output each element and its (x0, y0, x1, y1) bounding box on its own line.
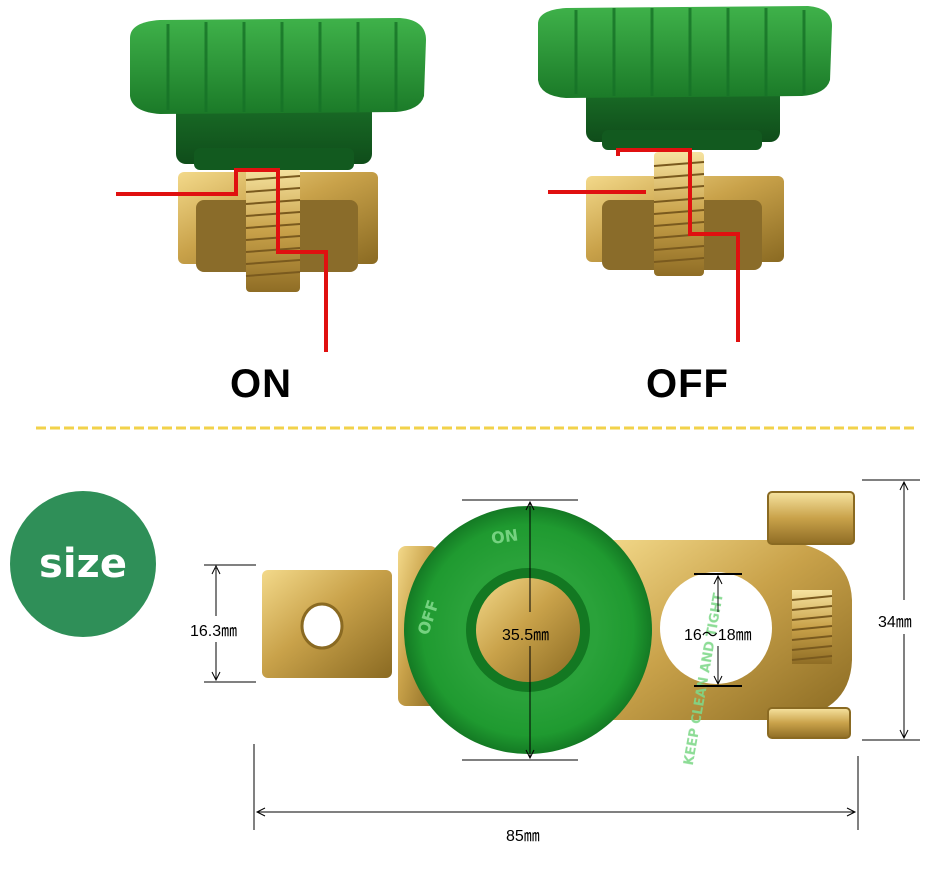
clamp-bolt-head (767, 707, 851, 739)
size-badge-text: size (39, 541, 127, 587)
product-top-view: ON OFF KEEP CLEAN AND TIGHT (262, 491, 855, 767)
knob-on-text: ON (490, 525, 519, 548)
size-badge: size (10, 491, 156, 637)
dim-knob-diameter-label: 35.5㎜ (502, 627, 550, 644)
off-knob-ridges (574, 8, 806, 96)
on-switch-illustration (116, 18, 426, 352)
off-knob-top (538, 6, 832, 98)
dim-hole-diameter-label: 16〜18㎜ (684, 627, 752, 644)
off-knob-body (586, 86, 780, 142)
clamp-bolt-threads (791, 595, 833, 661)
clamp-nut (767, 491, 855, 545)
on-knob-top (130, 18, 426, 114)
dim-length-label: 85㎜ (506, 828, 540, 845)
on-screw-threads (245, 175, 301, 277)
left-tab-hole (300, 602, 344, 650)
off-switch-illustration (538, 6, 832, 342)
dim-height-label: 34㎜ (878, 614, 912, 631)
on-knob-ridges (166, 22, 398, 112)
on-current-path (116, 168, 328, 352)
off-screw-threads (653, 161, 705, 263)
on-knob-base (194, 148, 354, 170)
dimension-lines (204, 479, 920, 830)
off-current-path-right (616, 148, 740, 342)
off-label: OFF (646, 362, 729, 406)
dim-width-small-label: 16.3㎜ (190, 623, 238, 640)
on-label: ON (230, 362, 292, 406)
clamp-post-hole (660, 572, 772, 684)
off-knob-base (602, 130, 762, 150)
knob-center-post (476, 578, 580, 682)
